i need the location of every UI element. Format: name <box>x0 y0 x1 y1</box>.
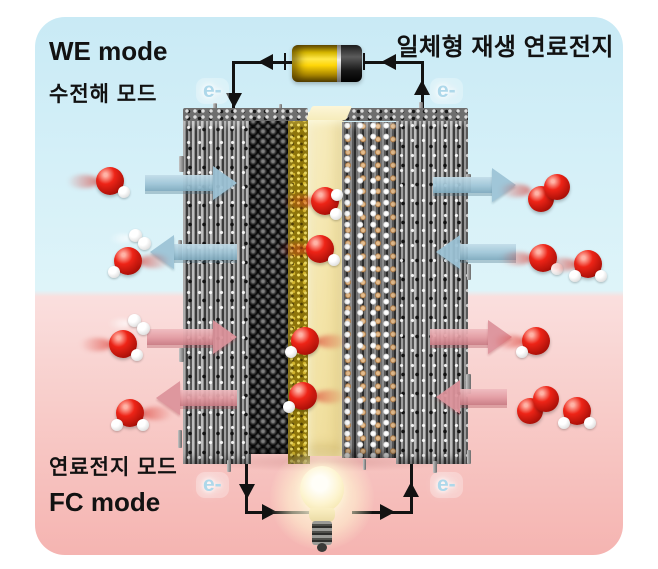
flow-arrow-we-right-in <box>436 235 516 269</box>
h2o-molecule <box>96 167 130 198</box>
page-title: 일체형 재생 연료전지 <box>396 34 614 61</box>
h2o-molecule <box>306 235 340 266</box>
nanowire-rod <box>466 374 471 394</box>
h2o-molecule <box>311 187 343 220</box>
bulb-tip <box>317 543 327 552</box>
flow-arrow-fc-left-in <box>147 320 237 354</box>
black-catalyst-sphere-layer <box>249 118 291 454</box>
flow-arrow-fc-right-in <box>436 380 507 414</box>
nanowire-rod <box>179 156 184 172</box>
electron-badge: e- <box>196 78 229 104</box>
we-mode-label-ko: 수전해 모드 <box>49 83 158 106</box>
battery-body <box>292 45 337 82</box>
nanowire-rod <box>227 460 231 472</box>
stack-top-surface <box>183 108 308 121</box>
current-arrow-down-icon <box>226 93 242 108</box>
h2o-molecule <box>111 399 149 431</box>
nanowire-rod <box>467 264 471 280</box>
current-arrow-left-icon <box>258 54 273 70</box>
h2o-molecule <box>285 327 319 358</box>
flow-arrow-we-left-in <box>145 166 237 200</box>
h2o-molecule <box>108 247 142 278</box>
current-arrow-left-icon <box>381 54 396 70</box>
h2o-molecule <box>109 330 143 361</box>
battery-terminal-tick <box>284 53 286 70</box>
h2o-molecule <box>558 397 596 429</box>
electron-badge: e- <box>430 78 463 104</box>
stack-top-surface <box>342 108 468 121</box>
nanowire-rod <box>178 430 182 448</box>
nanowire-rod <box>467 450 471 464</box>
membrane-top-face <box>305 106 353 120</box>
h2o-molecule <box>283 382 317 413</box>
h2-molecule <box>128 314 150 335</box>
nanowire-rod <box>363 459 366 470</box>
light-bulb-icon <box>300 466 344 512</box>
current-arrow-up-icon <box>414 80 430 95</box>
o2-molecule <box>517 386 559 424</box>
fc-mode-label-ko: 연료전지 모드 <box>49 456 178 479</box>
o2-molecule <box>528 174 570 212</box>
battery-cap <box>341 45 362 82</box>
battery-ring <box>337 45 341 82</box>
mixed-particle-electrode <box>342 122 398 458</box>
electron-badge: e- <box>430 472 463 498</box>
bulb-neck <box>309 508 335 523</box>
electrode-stack <box>178 102 471 473</box>
current-arrow-down-icon <box>239 484 255 499</box>
battery-icon <box>292 45 362 82</box>
nanowire-rod <box>433 461 437 473</box>
we-mode-label-en: WE mode <box>49 36 168 66</box>
current-arrow-right-icon <box>380 504 395 520</box>
electron-badge: e- <box>196 472 229 498</box>
h2o-molecule <box>569 250 607 282</box>
fc-mode-label-en: FC mode <box>49 487 161 517</box>
current-arrow-up-icon <box>403 482 419 497</box>
battery-terminal-tick <box>363 53 365 70</box>
bulb-screw-base <box>312 521 332 545</box>
circuit-wire-bottom-left-v <box>245 452 248 514</box>
h2o-molecule <box>516 327 550 358</box>
nanowire-rod <box>179 348 184 362</box>
